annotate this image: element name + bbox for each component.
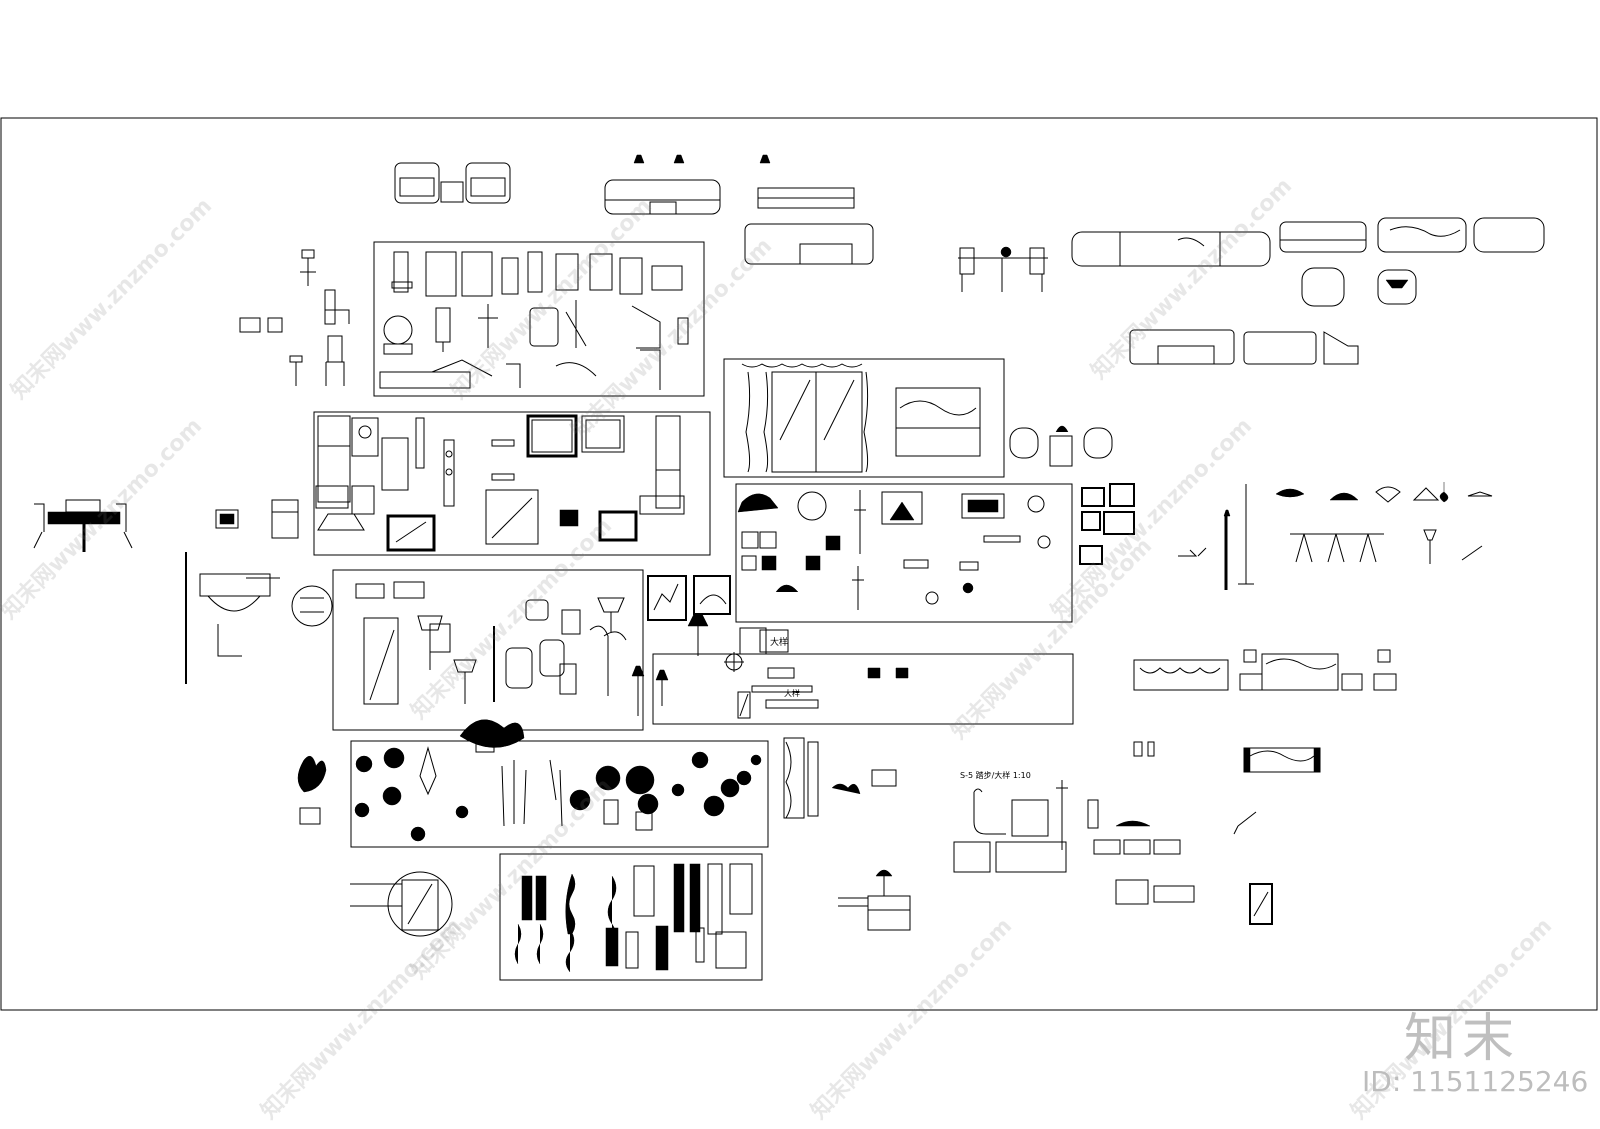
bar-stools-left (239, 249, 350, 386)
framed-artworks-center (647, 575, 731, 621)
sofa-elevations-block (1071, 217, 1545, 307)
plants-elevations-frame (350, 740, 769, 848)
sofa-plan-block (1129, 329, 1359, 365)
framed-pictures-right (1079, 483, 1135, 565)
lighting-fixtures-contents (631, 613, 909, 719)
ornament-carvings-frame (499, 853, 763, 981)
headboard-block (1243, 747, 1321, 773)
ornament-carvings-contents (514, 863, 753, 973)
plants-elevations-contents (354, 719, 762, 842)
asset-id-label: ID: 1151125246 (1362, 1065, 1589, 1098)
small-appliances-left (215, 499, 299, 539)
potted-plant-left (297, 755, 327, 825)
dining-table-plan-left (33, 499, 133, 552)
watermark-layer: 知末网www.znzmo.com 知末网www.znzmo.com 知末网www… (0, 173, 1557, 1124)
seating-elevations-contents (379, 251, 689, 390)
watermark-text: 知末网www.znzmo.com (256, 913, 467, 1124)
chairs-with-plant (1009, 425, 1113, 467)
watermark-text: 知末网www.znzmo.com (0, 413, 207, 624)
bathroom-fixtures-contents (355, 581, 627, 705)
watermark-text: 知末网www.znzmo.com (406, 513, 617, 724)
vanity-section-detail (185, 552, 333, 684)
decor-artwork-contents (737, 490, 1051, 610)
detail-label-a: 大样 (770, 636, 788, 648)
glass-door-detail (350, 871, 453, 937)
beds-small-block (1093, 820, 1195, 905)
column-trim-details (783, 737, 897, 819)
desk-lamp-table (838, 869, 911, 931)
appliance-elevations-frame (313, 411, 711, 556)
window-curtain-frame (723, 358, 1005, 478)
sofa-with-wall-lamps-block (604, 154, 874, 265)
bathtub-shower-block (953, 780, 1099, 873)
watermark-text: 知末网www.znzmo.com (6, 193, 217, 404)
dining-set-side-view (958, 246, 1048, 292)
scale-note: S-5 踏步/大样 1:10 (960, 770, 1031, 780)
detail-label-b: 大样 (784, 688, 800, 698)
seating-elevations-frame (373, 241, 705, 397)
appliance-elevations-contents (315, 414, 685, 552)
window-curtain-contents (741, 363, 981, 473)
mirror-and-fixtures (1133, 741, 1273, 925)
brand-logo-text: 知末 (1404, 1009, 1521, 1069)
lighting-fixtures-frame (652, 653, 1074, 725)
bedroom-elevation (1133, 649, 1397, 691)
sheet-border (0, 117, 1598, 1011)
pendant-lights-row (1178, 482, 1493, 590)
decor-artwork-frame (735, 483, 1073, 623)
watermark-text: 知末网www.znzmo.com (1086, 173, 1297, 384)
armchair-pair-block (394, 162, 511, 204)
watermark-text: 知末网www.znzmo.com (806, 913, 1017, 1124)
